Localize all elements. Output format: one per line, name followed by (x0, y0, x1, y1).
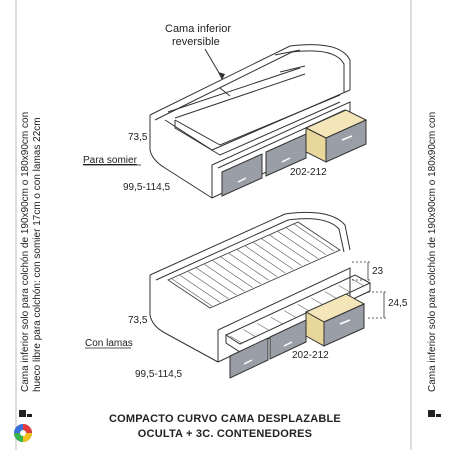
slat (228, 253, 270, 281)
color-wheel-icon (14, 424, 32, 442)
bottom-drawer-2 (269, 319, 307, 360)
slat (188, 271, 229, 299)
trundle-slat (311, 297, 324, 306)
slat (245, 245, 286, 274)
slat (171, 278, 213, 307)
slat (293, 223, 335, 252)
dim-23: 23 (372, 266, 384, 277)
slat (261, 238, 302, 266)
trundle-slat (229, 335, 243, 344)
caption-line2: OCULTA + 3C. CONTENEDORES (137, 428, 313, 440)
top-bed-label: Para somier (83, 155, 138, 166)
trundle-slat (270, 316, 283, 325)
slat (277, 231, 318, 259)
callout-line2: reversible (172, 36, 220, 48)
slat (196, 267, 237, 296)
trundle-slat (256, 323, 270, 331)
top-depth-dim: 99,5-114,5 (123, 182, 171, 193)
callout-line1: Cama inferior (165, 23, 231, 35)
trundle-slat (297, 304, 310, 312)
trundle-slat (284, 310, 297, 318)
slat (269, 234, 310, 263)
top-drawer-2 (265, 133, 307, 177)
trundle-slat (338, 285, 351, 293)
slat (179, 275, 221, 303)
slat (204, 264, 245, 292)
bottom-length-dim: 202-212 (292, 350, 329, 361)
bottom-height-dim: 73,5 (128, 315, 148, 326)
bottom-bed-label: Con lamas (85, 338, 133, 349)
trundle-slat (243, 329, 256, 337)
slat (236, 249, 278, 277)
slat (220, 256, 261, 285)
bottom-depth-dim: 99,5-114,5 (135, 369, 183, 380)
slat (285, 227, 327, 255)
dim-24-5: 24,5 (388, 298, 408, 309)
slat (212, 260, 253, 288)
slat (253, 242, 294, 270)
trundle-slat (324, 291, 338, 299)
top-drawer-1 (221, 153, 263, 197)
caption-line1: COMPACTO CURVO CAMA DESPLAZABLE (109, 413, 341, 425)
top-height-dim: 73,5 (128, 132, 148, 143)
top-length-dim: 202-212 (290, 167, 327, 178)
bottom-drawer-1 (229, 337, 269, 379)
logo-icon-right (428, 410, 441, 417)
logo-icon (19, 410, 32, 417)
